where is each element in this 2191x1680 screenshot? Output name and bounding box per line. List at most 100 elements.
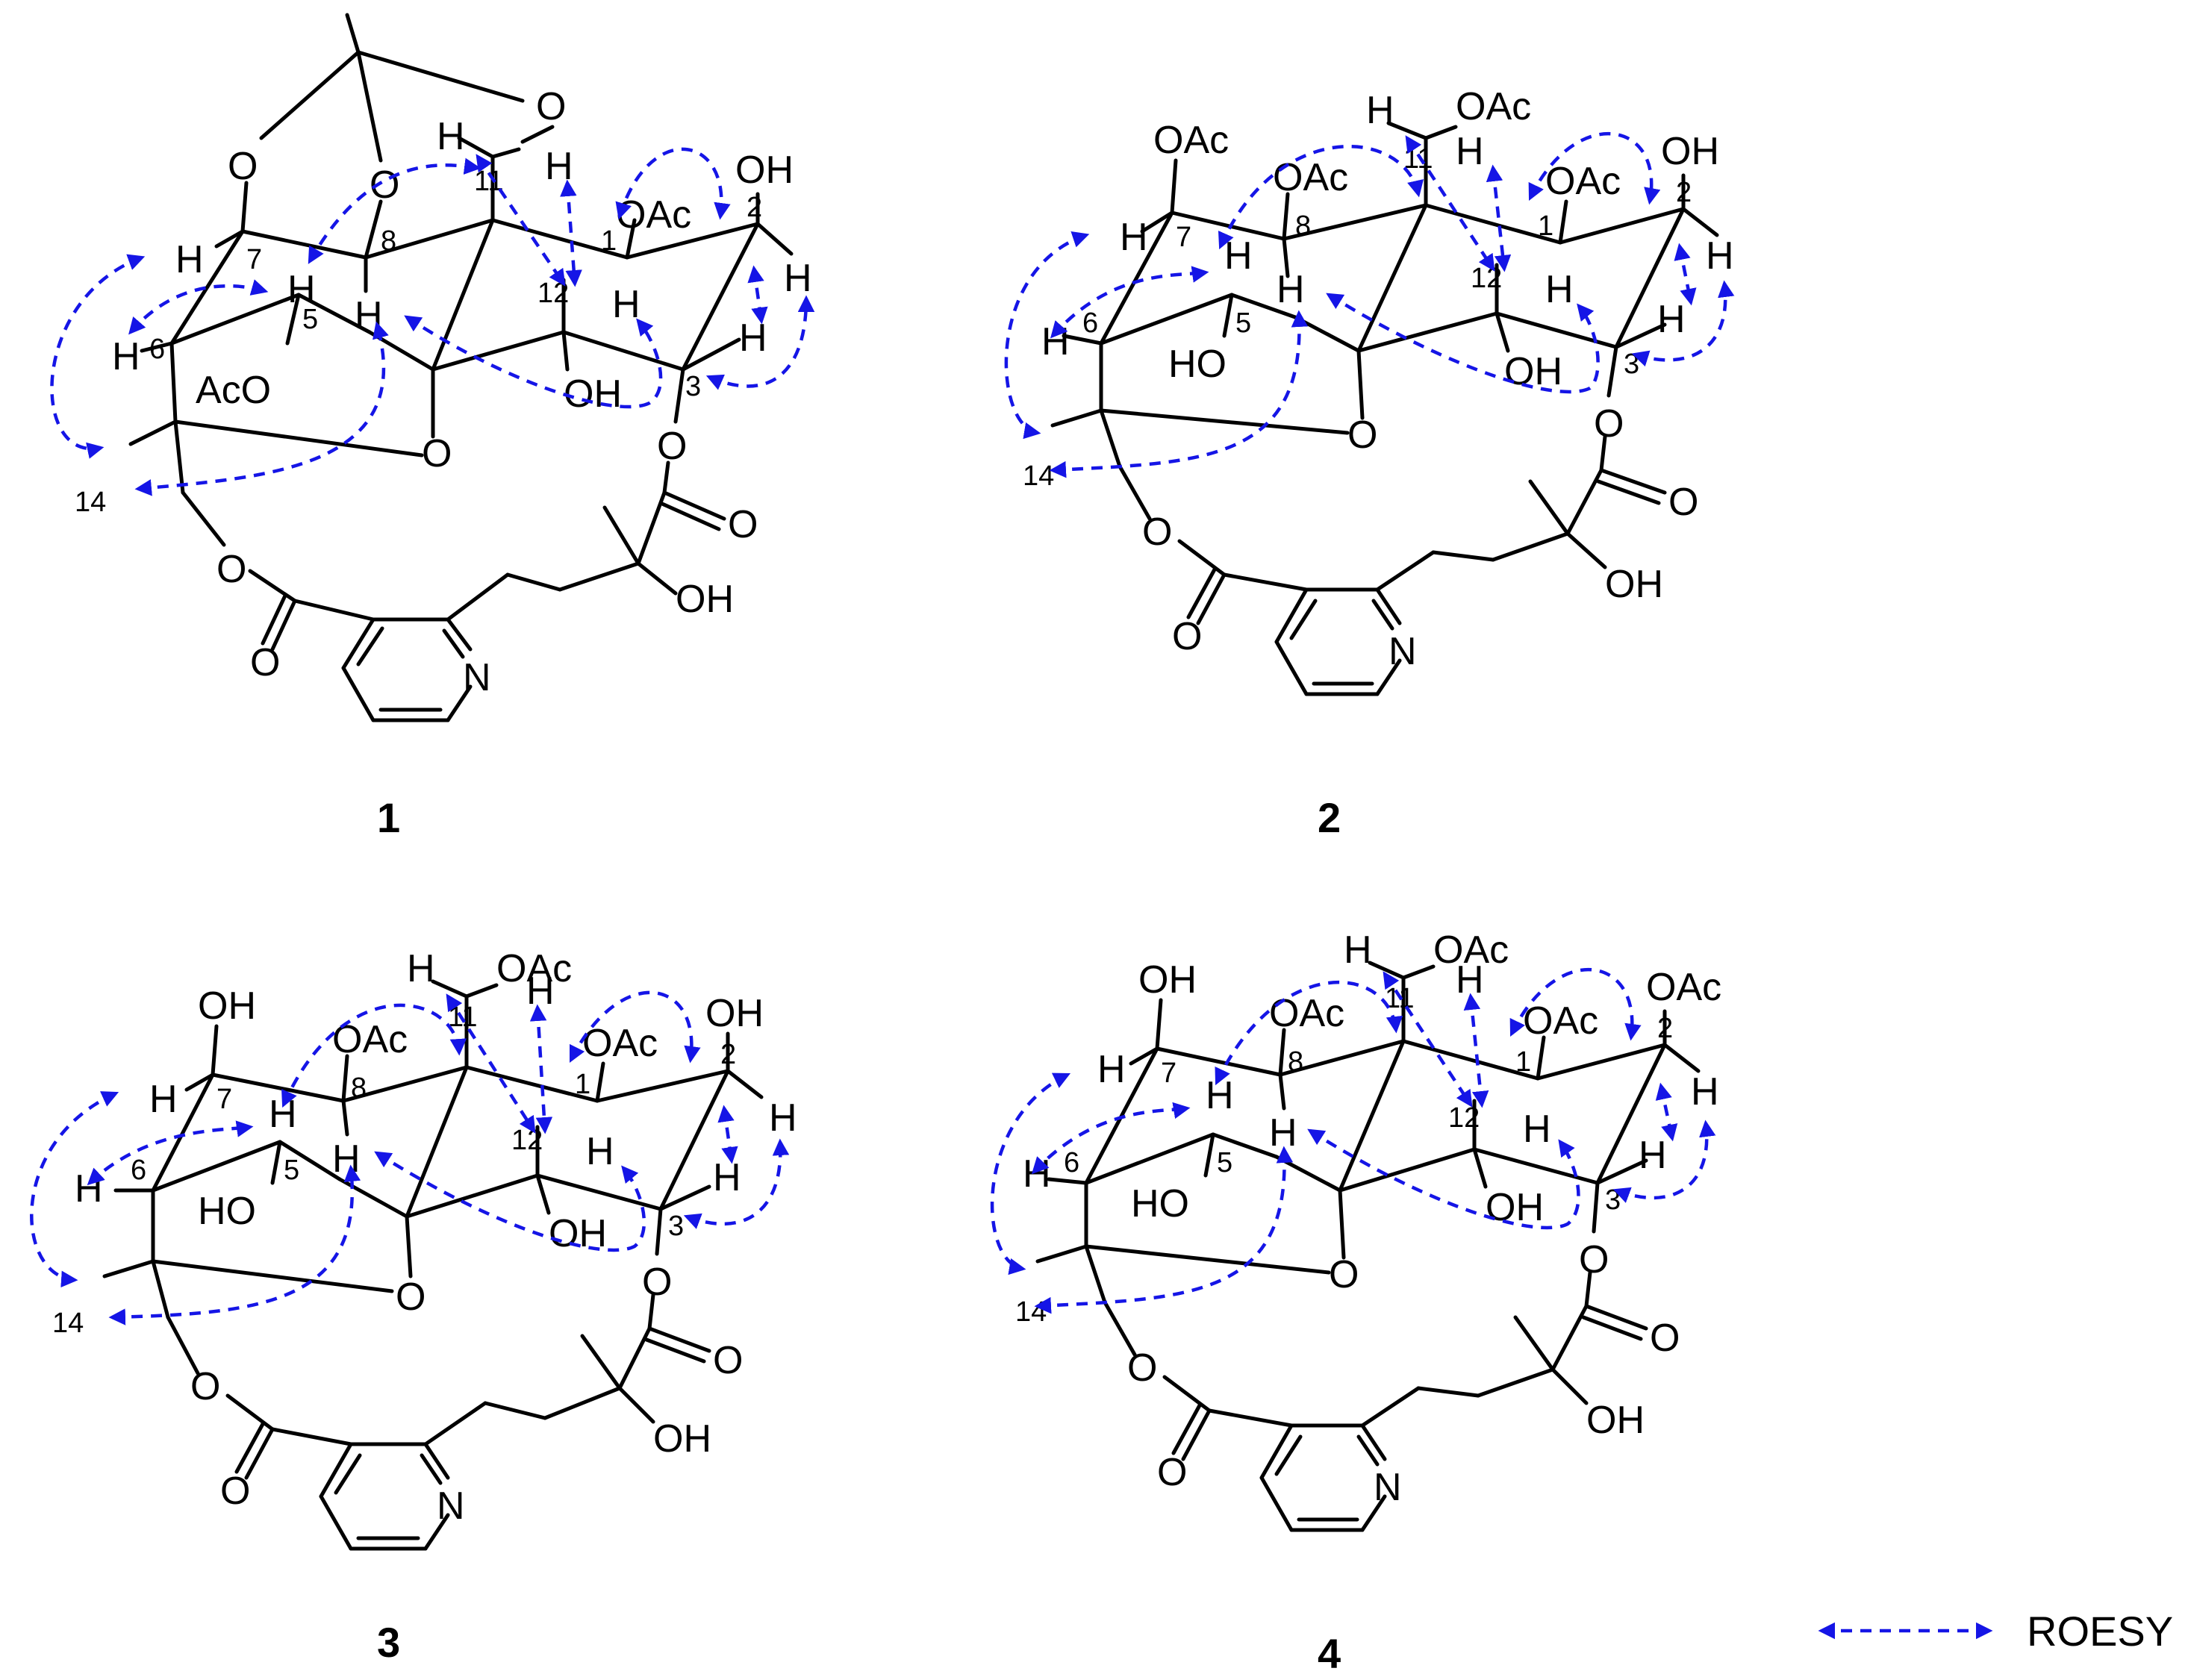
- atom-ho: HO: [1131, 1182, 1189, 1225]
- bond: [636, 490, 667, 566]
- locant-12: 12: [1448, 1102, 1480, 1134]
- bond: [535, 1173, 663, 1211]
- bond: [1495, 311, 1510, 353]
- locant-12: 12: [511, 1125, 543, 1156]
- roesy-arrow: [1463, 993, 1489, 1108]
- bond: [405, 1214, 413, 1278]
- bond: [270, 599, 297, 652]
- atom-aco: AcO: [196, 369, 271, 412]
- atom-h: H: [1706, 234, 1734, 278]
- roesy-arrow: [990, 1072, 1071, 1275]
- roesy-arrow: [1004, 231, 1090, 440]
- bond: [602, 505, 641, 566]
- bond: [431, 979, 469, 999]
- atom-o: O: [1157, 1451, 1187, 1494]
- bond: [1495, 311, 1618, 349]
- atom-h: H: [1545, 268, 1574, 311]
- bond: [595, 1061, 605, 1103]
- bond: [617, 1326, 652, 1390]
- locant-2: 2: [1657, 1013, 1673, 1044]
- locant-6: 6: [1064, 1147, 1079, 1178]
- bond: [211, 1024, 219, 1077]
- bond: [1536, 1035, 1546, 1081]
- bond: [1171, 1403, 1202, 1455]
- bond: [1162, 1375, 1212, 1413]
- bond: [662, 460, 670, 495]
- locant-7: 7: [216, 1084, 232, 1115]
- bond: [1338, 1039, 1406, 1193]
- bond: [1536, 1043, 1667, 1081]
- bond: [431, 218, 495, 372]
- roesy-arrow: [615, 147, 731, 220]
- roesy-arrow: [404, 315, 663, 409]
- bond: [1274, 587, 1309, 644]
- atom-o: O: [713, 1339, 743, 1382]
- bond: [561, 330, 570, 372]
- atom-h: H: [1277, 268, 1305, 311]
- bond: [259, 50, 361, 140]
- bond: [225, 1393, 275, 1431]
- atom-o: O: [657, 425, 687, 468]
- atom-h: H: [175, 238, 204, 281]
- atom-o: O: [728, 503, 758, 546]
- bond: [1099, 408, 1350, 435]
- locant-11: 11: [474, 166, 503, 197]
- bond: [1222, 293, 1234, 338]
- atom-h: H: [1456, 958, 1484, 1002]
- bond: [647, 1326, 711, 1353]
- locant-8: 8: [381, 225, 396, 257]
- bond: [1472, 1147, 1600, 1185]
- bond: [151, 1140, 282, 1193]
- bond: [1550, 1304, 1589, 1372]
- roesy-arrow: [747, 265, 768, 325]
- bond: [1129, 1046, 1159, 1066]
- locant-14: 14: [1023, 460, 1054, 492]
- locant-2: 2: [1676, 177, 1692, 208]
- bond: [334, 1453, 362, 1495]
- bond: [1338, 1147, 1477, 1193]
- atom-n: N: [463, 656, 491, 699]
- atom-oh: OH: [1138, 958, 1197, 1002]
- compound-label-2: 2: [1318, 794, 1341, 841]
- bond: [1472, 1147, 1488, 1189]
- atom-n: N: [1374, 1466, 1402, 1509]
- bond: [1278, 1028, 1286, 1077]
- bond: [457, 136, 495, 159]
- atom-o: O: [250, 641, 280, 684]
- bond: [1047, 1177, 1088, 1185]
- atom-h: H: [713, 1156, 741, 1199]
- locant-5: 5: [1235, 307, 1251, 339]
- bond: [1259, 1476, 1294, 1532]
- locant-6: 6: [1082, 307, 1098, 339]
- bond: [446, 684, 473, 722]
- bond: [341, 617, 375, 670]
- atom-h: H: [1097, 1048, 1126, 1091]
- atom-o: O: [642, 1261, 672, 1304]
- bond: [293, 599, 375, 622]
- atom-oh: OH: [1661, 130, 1719, 173]
- bond: [341, 1099, 349, 1137]
- atom-h: H: [1120, 216, 1148, 259]
- bond: [270, 1427, 353, 1446]
- bond: [673, 367, 685, 424]
- roesy-arrow: [1049, 310, 1309, 478]
- roesy-arrow: [1405, 135, 1495, 272]
- locant-14: 14: [1015, 1296, 1047, 1328]
- compound-2: O O O O O N OAc OAc OAc OAc OH OH OH HO …: [1004, 85, 1735, 841]
- bond: [662, 490, 726, 521]
- atom-oh: OH: [198, 984, 256, 1028]
- bond: [431, 330, 566, 372]
- atom-oh: OH: [1586, 1399, 1645, 1442]
- roesy-arrow: [560, 179, 582, 287]
- atom-o: O: [1347, 413, 1377, 457]
- locant-14: 14: [52, 1308, 84, 1339]
- roesy-arrow: [1050, 266, 1209, 339]
- bond: [356, 50, 525, 103]
- bond: [1581, 1315, 1643, 1341]
- atom-o: O: [1172, 615, 1202, 658]
- bond: [1558, 207, 1686, 245]
- locant-3: 3: [668, 1211, 684, 1242]
- atom-h: H: [407, 947, 435, 990]
- atom-h: H: [586, 1130, 614, 1173]
- roesy-arrow: [569, 990, 701, 1064]
